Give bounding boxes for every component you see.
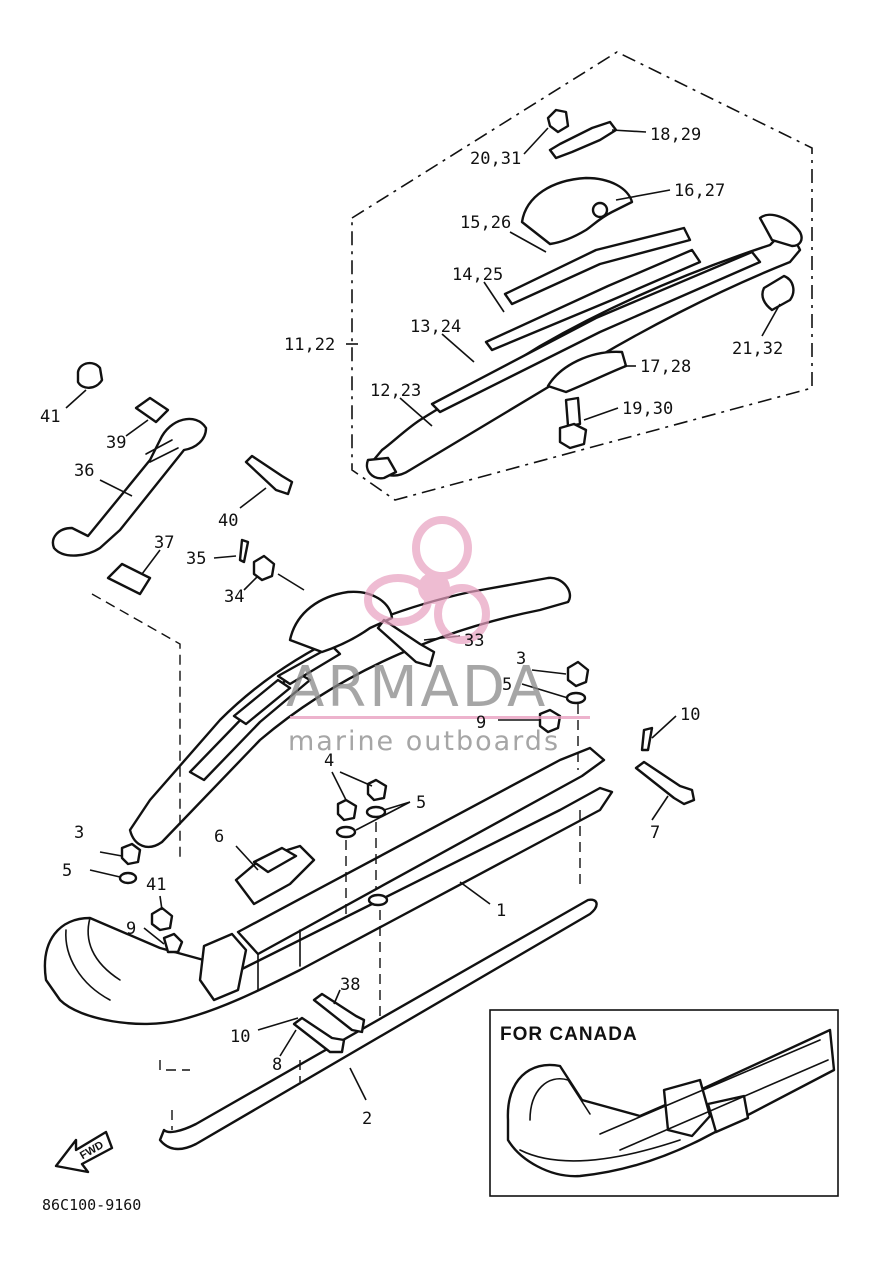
callout-10a: 10	[230, 1027, 250, 1047]
ski-body	[43, 660, 696, 1151]
callout-5a: 5	[62, 861, 72, 881]
callout-3a: 3	[74, 823, 84, 843]
callout-5c: 5	[502, 675, 512, 695]
callout-19-30: 19,30	[622, 399, 673, 419]
callout-labels: 1 2 3 3 4 5 5 5 6 7 8 9 9 10 10 11,22 12…	[40, 125, 783, 1129]
callout-20-31: 20,31	[470, 149, 521, 169]
callout-40: 40	[218, 511, 238, 531]
callout-39: 39	[106, 433, 126, 453]
callout-9a: 9	[126, 919, 136, 939]
callout-9b: 9	[476, 713, 486, 733]
callout-35: 35	[186, 549, 206, 569]
callout-3b: 3	[516, 649, 526, 669]
callout-16-27: 16,27	[674, 181, 725, 201]
callout-6: 6	[214, 827, 224, 847]
callout-2: 2	[362, 1109, 372, 1129]
callout-5b: 5	[416, 793, 426, 813]
fwd-arrow-icon: FWD	[54, 1130, 114, 1174]
callout-41b: 41	[146, 875, 166, 895]
callout-41a: 41	[40, 407, 60, 427]
inset-ski-canada	[506, 1028, 836, 1178]
callout-7: 7	[650, 823, 660, 843]
callout-10b: 10	[680, 705, 700, 725]
callout-11-22: 11,22	[284, 335, 335, 355]
watermark-divider	[290, 716, 590, 719]
callout-37: 37	[154, 533, 174, 553]
watermark-brand: ARMADA	[286, 655, 548, 720]
callout-8: 8	[272, 1055, 282, 1075]
assembly-lines	[91, 593, 581, 1130]
leader-lines	[65, 127, 781, 1101]
inset-title: FOR CANADA	[500, 1024, 638, 1045]
figure-code: 86C100-9160	[42, 1196, 141, 1214]
callout-34: 34	[224, 587, 244, 607]
callout-4: 4	[324, 751, 334, 771]
ski-spring	[128, 576, 571, 849]
callout-14-25: 14,25	[452, 265, 503, 285]
callout-13-24: 13,24	[410, 317, 461, 337]
callout-38: 38	[340, 975, 360, 995]
assembly-boundary	[351, 51, 813, 501]
watermark-tagline: marine outboards	[288, 726, 560, 757]
callout-1: 1	[496, 901, 506, 921]
propeller-logo-icon	[364, 516, 490, 644]
callout-33: 33	[464, 631, 484, 651]
steering-arm-parts	[51, 361, 294, 596]
callout-36: 36	[74, 461, 94, 481]
callout-21-32: 21,32	[732, 339, 783, 359]
callout-17-28: 17,28	[640, 357, 691, 377]
leaf-spring-assembly	[365, 108, 803, 480]
callout-18-29: 18,29	[650, 125, 701, 145]
callout-15-26: 15,26	[460, 213, 511, 233]
watermark: ARMADA marine outboards	[286, 516, 590, 757]
callout-12-23: 12,23	[370, 381, 421, 401]
